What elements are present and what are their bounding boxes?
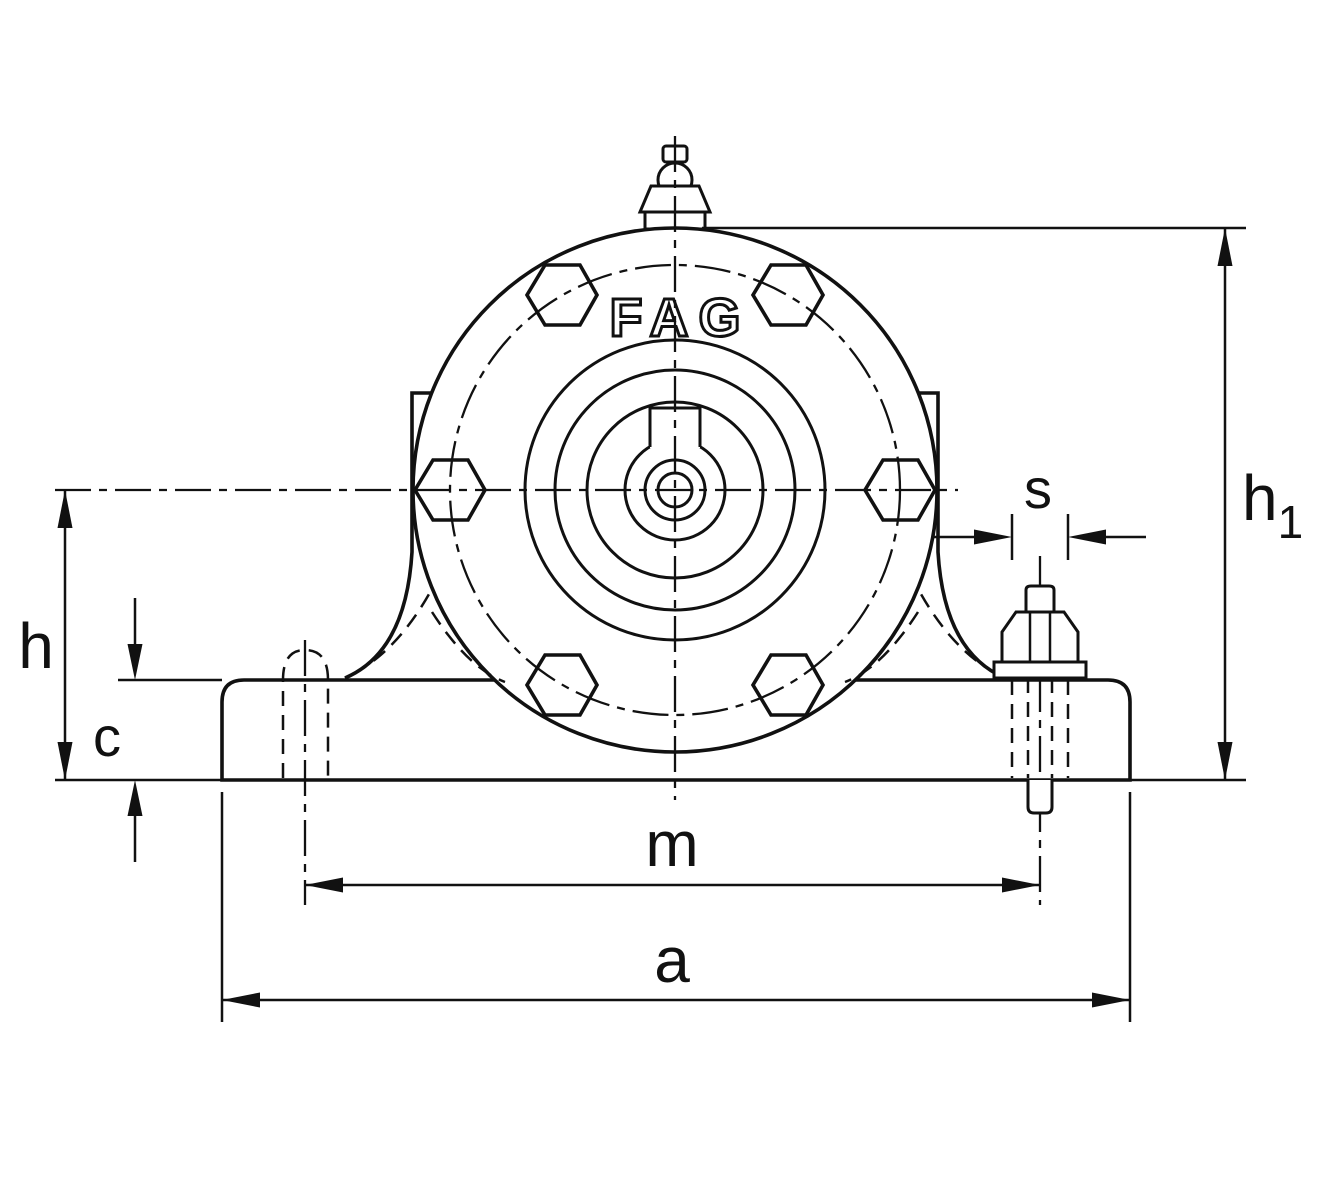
brand-logo: FAG bbox=[609, 288, 750, 348]
dimension-s: s bbox=[934, 457, 1146, 545]
dimension-m: m bbox=[305, 808, 1040, 893]
dimension-c: c bbox=[93, 598, 143, 862]
hidden-edge-left bbox=[430, 611, 506, 684]
dim-label-h1-main: h bbox=[1242, 462, 1278, 534]
hidden-rib-left bbox=[344, 572, 442, 680]
housing-body bbox=[344, 391, 1006, 680]
dim-label-h: h bbox=[18, 610, 54, 682]
hex-nut bbox=[1000, 610, 1080, 664]
bolt-thread-end bbox=[1026, 780, 1054, 815]
dimensions: h c h1 s bbox=[18, 226, 1303, 1022]
housing-wall-left bbox=[344, 391, 433, 680]
dim-label-h1: h1 bbox=[1242, 462, 1303, 548]
hex-bolt-bottom-right bbox=[750, 653, 826, 717]
hidden-edge-right bbox=[844, 611, 920, 684]
centerlines bbox=[55, 136, 1042, 905]
dim-label-c: c bbox=[93, 705, 121, 768]
mounting-bolt bbox=[992, 584, 1088, 815]
dim-label-m: m bbox=[645, 808, 698, 880]
bolt-stub bbox=[1024, 584, 1056, 612]
base-outline bbox=[220, 678, 1132, 782]
dimension-h1: h1 bbox=[1217, 228, 1303, 780]
dim-label-a: a bbox=[654, 924, 690, 996]
hex-bolt-top-right bbox=[750, 263, 826, 327]
hidden-bolt-slot-left bbox=[281, 648, 330, 778]
dimension-a: a bbox=[222, 924, 1130, 1008]
hidden-rib-right bbox=[908, 572, 1006, 680]
dim-label-s: s bbox=[1024, 457, 1052, 520]
hex-bolt-top-left bbox=[524, 263, 600, 327]
dim-label-h1-sub: 1 bbox=[1278, 496, 1304, 548]
washer bbox=[992, 660, 1088, 680]
housing-wall-right bbox=[917, 391, 1006, 680]
dimension-h: h bbox=[18, 490, 73, 780]
